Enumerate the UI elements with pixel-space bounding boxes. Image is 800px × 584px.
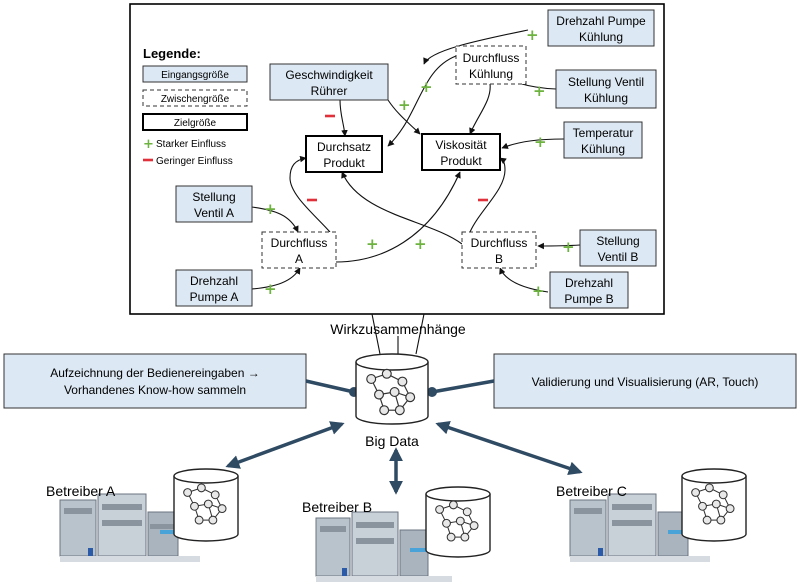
svg-text:Viskosität: Viskosität	[435, 138, 487, 152]
svg-text:Durchsatz: Durchsatz	[317, 140, 371, 154]
plant-icon	[569, 493, 710, 562]
svg-text:Kühlung: Kühlung	[579, 30, 623, 44]
svg-text:Stellung: Stellung	[192, 190, 235, 204]
plus-icon: +	[534, 133, 547, 151]
svg-text:Kühlung: Kühlung	[469, 67, 513, 81]
svg-text:A: A	[295, 252, 303, 266]
node-temperatur-kuehlung: Temperatur Kühlung	[563, 121, 643, 159]
plus-icon: +	[264, 200, 277, 218]
svg-text:Geschwindigkeit: Geschwindigkeit	[285, 68, 373, 82]
node-drehzahl-pumpe-a: Drehzahl Pumpe A	[175, 269, 253, 307]
plus-icon: +	[414, 235, 427, 253]
svg-text:Durchfluss: Durchfluss	[471, 236, 528, 250]
plus-icon: +	[398, 96, 411, 114]
node-geschwindigkeit-ruehrer: Geschwindigkeit Rührer	[269, 63, 389, 101]
legend: Legende: Eingangsgröße Zwischengröße Zie…	[142, 46, 248, 167]
wirkzusammenhaenge-frame	[129, 3, 665, 315]
node-durchsatz-produkt: Durchsatz Produkt	[305, 135, 383, 173]
plant-icon	[315, 511, 452, 582]
node-drehzahl-pumpe-b: Drehzahl Pumpe B	[549, 271, 629, 309]
plant-icon	[59, 493, 200, 562]
plus-icon: +	[143, 137, 154, 152]
plus-icon: +	[264, 280, 277, 298]
node-durchfluss-a: Durchfluss A	[261, 231, 337, 269]
svg-text:Durchfluss: Durchfluss	[271, 236, 328, 250]
svg-text:Drehzahl: Drehzahl	[190, 274, 238, 288]
plus-icon: +	[562, 238, 575, 256]
left-box: Aufzeichnung der Bedienereingaben → Vorh…	[3, 353, 307, 409]
svg-text:Pumpe B: Pumpe B	[564, 292, 613, 306]
svg-text:Rührer: Rührer	[311, 84, 348, 98]
svg-text:Produkt: Produkt	[440, 154, 482, 168]
legend-input: Eingangsgröße	[161, 70, 229, 81]
right-box: Validierung und Visualisierung (AR, Touc…	[493, 353, 797, 409]
operator-c: Betreiber C	[556, 468, 747, 562]
plus-icon: +	[532, 282, 545, 300]
svg-text:Ventil B: Ventil B	[598, 250, 639, 264]
operator-a: Betreiber A	[46, 468, 239, 562]
node-durchfluss-b: Durchfluss B	[461, 231, 537, 269]
node-viskositaet-produkt: Viskosität Produkt	[421, 133, 501, 171]
svg-text:Drehzahl: Drehzahl	[565, 276, 613, 290]
svg-text:Vorhandenes Know-how sammeln: Vorhandenes Know-how sammeln	[64, 383, 246, 397]
frame-to-bigdata-lines	[371, 313, 425, 355]
svg-text:Temperatur: Temperatur	[573, 126, 634, 140]
svg-text:Kühlung: Kühlung	[584, 91, 628, 105]
svg-text:Stellung Ventil: Stellung Ventil	[568, 75, 644, 89]
bigdata-database-icon	[355, 353, 429, 425]
node-stellung-ventil-b: Stellung Ventil B	[579, 229, 657, 267]
svg-text:Drehzahl Pumpe: Drehzahl Pumpe	[556, 14, 646, 28]
svg-text:Ventil A: Ventil A	[194, 206, 234, 220]
svg-text:Stellung: Stellung	[596, 234, 639, 248]
plus-icon: +	[526, 26, 539, 44]
svg-text:Aufzeichnung der Bedienereinga: Aufzeichnung der Bedienereingaben →	[50, 366, 259, 380]
operator-a-label: Betreiber A	[46, 483, 116, 499]
node-stellung-ventil-kuehlung: Stellung Ventil Kühlung	[555, 69, 657, 109]
svg-text:Pumpe A: Pumpe A	[190, 290, 239, 304]
legend-intermediate: Zwischengröße	[161, 94, 230, 105]
operator-c-label: Betreiber C	[556, 483, 627, 499]
node-drehzahl-pumpe-kuehlung: Drehzahl Pumpe Kühlung	[547, 9, 655, 47]
plus-icon: +	[366, 235, 379, 253]
caption-wirkzusammenhaenge: Wirkzusammenhänge	[330, 321, 466, 337]
influence-signs: + + + + + + + + + + +	[264, 26, 575, 300]
database-icon	[425, 486, 491, 558]
legend-strong: Starker Einfluss	[156, 139, 226, 150]
node-durchfluss-kuehlung: Durchfluss Kühlung	[455, 45, 527, 85]
bigdata-label: Big Data	[365, 433, 419, 449]
svg-text:Durchfluss: Durchfluss	[463, 51, 520, 65]
operator-b: Betreiber B	[302, 486, 491, 582]
database-icon	[681, 468, 747, 542]
plus-icon: +	[533, 82, 546, 100]
database-icon	[173, 468, 239, 542]
influence-arrows	[251, 29, 581, 293]
svg-text:Kühlung: Kühlung	[581, 142, 625, 156]
node-stellung-ventil-a: Stellung Ventil A	[175, 185, 253, 223]
legend-target: Zielgröße	[174, 118, 217, 129]
svg-text:Produkt: Produkt	[323, 156, 365, 170]
legend-weak: Geringer Einfluss	[156, 156, 233, 167]
plus-icon: +	[420, 78, 433, 96]
svg-text:Validierung und Visualisierung: Validierung und Visualisierung (AR, Touc…	[532, 375, 759, 389]
operator-b-label: Betreiber B	[302, 499, 372, 515]
legend-title: Legende:	[143, 46, 201, 61]
svg-text:B: B	[495, 252, 503, 266]
